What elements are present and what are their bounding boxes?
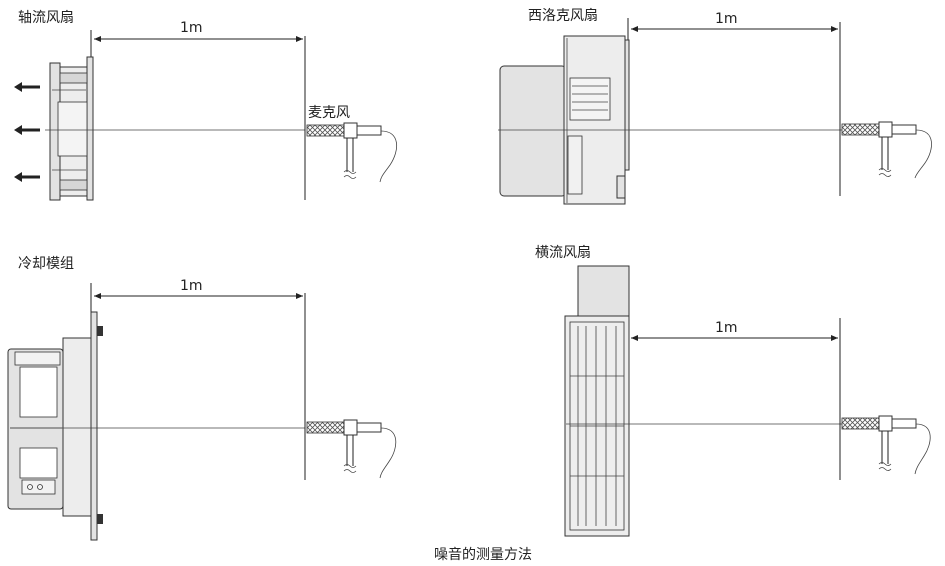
- cooling-module-title: 冷却模组: [18, 256, 74, 272]
- sirocco-fan-title: 西洛克风扇: [528, 8, 598, 24]
- panel-sirocco-fan: 西洛克风扇 1m: [498, 8, 932, 205]
- airflow-arrows: [14, 82, 40, 182]
- panel-crossflow-fan: 横流风扇 1m: [535, 245, 931, 537]
- axial-fan-title: 轴流风扇: [18, 10, 74, 26]
- panel-axial-fan: 轴流风扇 1m 麦克风: [14, 10, 397, 201]
- axial-microphone-icon: [306, 122, 397, 183]
- axial-distance-label: 1m: [180, 20, 203, 36]
- crossflow-microphone-icon: [841, 415, 931, 475]
- figure-caption: 噪音的测量方法: [434, 546, 532, 563]
- sirocco-microphone-icon: [841, 121, 932, 179]
- cooling-microphone-icon: [306, 419, 397, 479]
- crossflow-fan-icon: [564, 265, 630, 537]
- panel-cooling-module: 冷却模组 1m: [7, 256, 397, 541]
- cooling-distance-label: 1m: [180, 278, 203, 294]
- sirocco-distance-label: 1m: [715, 11, 738, 27]
- crossflow-fan-title: 横流风扇: [535, 245, 591, 261]
- sirocco-fan-icon: [499, 35, 630, 205]
- axial-fan-icon: [49, 56, 94, 201]
- microphone-label: 麦克风: [308, 105, 350, 121]
- crossflow-distance-label: 1m: [715, 320, 738, 336]
- cooling-module-icon: [7, 311, 103, 541]
